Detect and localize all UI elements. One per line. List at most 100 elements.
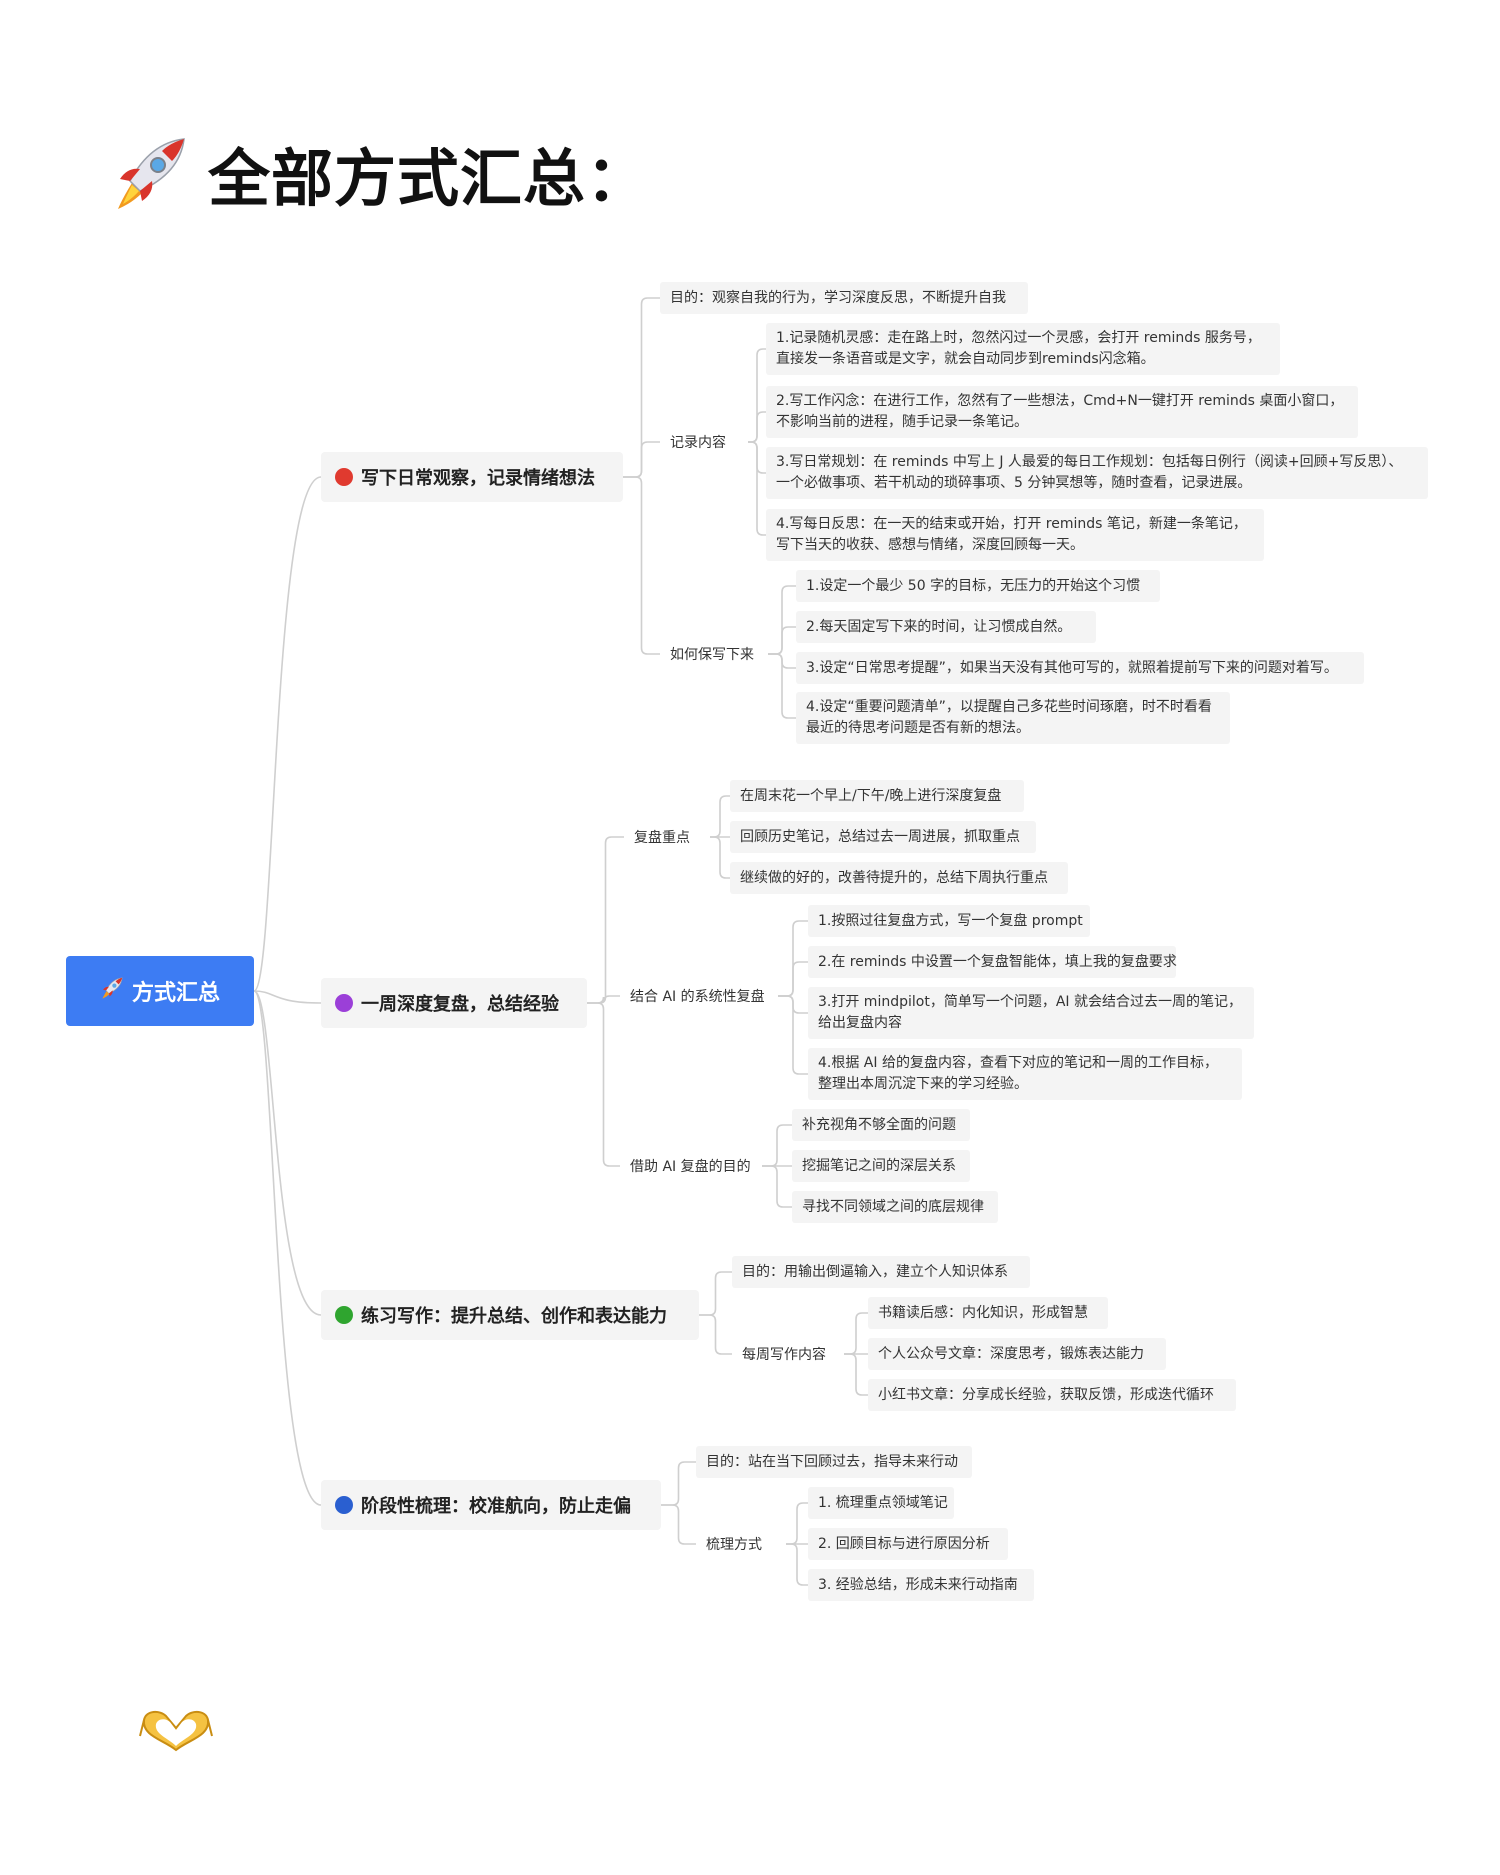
branch-node[interactable]: 写下日常观察，记录情绪想法 xyxy=(321,452,623,502)
group-node[interactable]: 复盘重点 xyxy=(624,821,710,853)
leaf-text: 1.记录随机灵感：走在路上时，忽然闪过一个灵感，会打开 reminds 服务号， xyxy=(776,330,1261,346)
root-node[interactable]: 方式汇总 xyxy=(66,956,254,1026)
leaf-item[interactable]: 2.每天固定写下来的时间，让习惯成自然。 xyxy=(796,611,1096,643)
branch-label: 写下日常观察，记录情绪想法 xyxy=(361,468,595,489)
leaf-text: 整理出本周沉淀下来的学习经验。 xyxy=(818,1076,1028,1092)
group-node[interactable]: 如何保写下来 xyxy=(660,638,768,670)
leaf-item[interactable]: 4.设定“重要问题清单”，以提醒自己多花些时间琢磨，时不时看看最近的待思考问题是… xyxy=(796,692,1230,744)
leaf-item[interactable]: 4.写每日反思：在一天的结束或开始，打开 reminds 笔记，新建一条笔记，写… xyxy=(766,509,1264,561)
connector-line xyxy=(710,795,730,838)
connector-line xyxy=(253,990,322,1004)
connector-line xyxy=(778,995,808,1075)
leaf-text: 2.每天固定写下来的时间，让习惯成自然。 xyxy=(806,618,1072,635)
leaf-item[interactable]: 补充视角不够全面的问题 xyxy=(792,1109,970,1141)
connector-line xyxy=(762,1165,792,1208)
color-dot-icon xyxy=(335,468,353,486)
color-dot-icon xyxy=(335,1496,353,1514)
connector-line xyxy=(253,990,322,1506)
color-dot-icon xyxy=(335,1306,353,1324)
connector-line xyxy=(587,995,620,1004)
connector-line xyxy=(786,1502,808,1545)
connector-line xyxy=(844,1353,868,1396)
group-node[interactable]: 梳理方式 xyxy=(696,1528,786,1560)
leaf-text: 4.根据 AI 给的复盘内容，查看下对应的笔记和一周的工作目标， xyxy=(818,1055,1218,1071)
branch-label: 阶段性梳理：校准航向，防止走偏 xyxy=(361,1496,631,1517)
leaf-text: 直接发一条语音或是文字，就会自动同步到reminds闪念箱。 xyxy=(776,351,1155,367)
leaf-text: 1. 梳理重点领域笔记 xyxy=(818,1494,948,1511)
group-node[interactable]: 记录内容 xyxy=(660,426,748,458)
leaf-item[interactable]: 2.在 reminds 中设置一个复盘智能体，填上我的复盘要求 xyxy=(808,946,1177,978)
leaf-item[interactable]: 个人公众号文章：深度思考，锻炼表达能力 xyxy=(868,1338,1166,1370)
purpose-node[interactable]: 目的：观察自我的行为，学习深度反思，不断提升自我 xyxy=(660,282,1028,314)
group-node[interactable]: 结合 AI 的系统性复盘 xyxy=(620,980,778,1012)
leaf-text: 写下当天的收获、感想与情绪，深度回顾每一天。 xyxy=(776,537,1084,553)
connector-line xyxy=(587,1002,620,1167)
leaf-text: 小红书文章：分享成长经验，获取反馈，形成迭代循环 xyxy=(878,1386,1214,1403)
leaf-text: 个人公众号文章：深度思考，锻炼表达能力 xyxy=(878,1345,1144,1362)
connector-line xyxy=(699,1314,732,1355)
connector-line xyxy=(786,1543,808,1586)
leaf-item[interactable]: 3.打开 mindpilot，简单写一个问题，AI 就会结合过去一周的笔记， 给出… xyxy=(808,987,1254,1039)
leaf-text: 给出复盘内容 xyxy=(818,1015,902,1031)
leaf-item[interactable]: 1.记录随机灵感：走在路上时，忽然闪过一个灵感，会打开 reminds 服务号，… xyxy=(766,323,1280,375)
leaf-item[interactable]: 3. 经验总结，形成未来行动指南 xyxy=(808,1569,1034,1601)
group-node[interactable]: 每周写作内容 xyxy=(732,1338,844,1370)
leaf-text: 一个必做事项、若干机动的琐碎事项、5 分钟冥想等，随时查看，记录进展。 xyxy=(776,475,1252,491)
leaf-text: 3. 经验总结，形成未来行动指南 xyxy=(818,1576,1018,1593)
leaf-item[interactable]: 4.根据 AI 给的复盘内容，查看下对应的笔记和一周的工作目标， 整理出本周沉淀下… xyxy=(808,1048,1242,1100)
leaf-item[interactable]: 1.设定一个最少 50 字的目标，无压力的开始这个习惯 xyxy=(796,570,1160,602)
leaf-item[interactable]: 1. 梳理重点领域笔记 xyxy=(808,1487,954,1519)
connector-line xyxy=(778,961,808,997)
leaf-item[interactable]: 3.设定“日常思考提醒”，如果当天没有其他可写的，就照着提前写下来的问题对着写。 xyxy=(796,652,1364,684)
leaf-item[interactable]: 2. 回顾目标与进行原因分析 xyxy=(808,1528,1008,1560)
purpose-text: 目的：观察自我的行为，学习深度反思，不断提升自我 xyxy=(670,289,1006,306)
connector-line xyxy=(623,476,660,655)
leaf-item[interactable]: 3.写日常规划：在 reminds 中写上 J 人最爱的每日工作规划：包括每日例… xyxy=(766,447,1428,499)
leaf-item[interactable]: 回顾历史笔记，总结过去一周进展，抓取重点 xyxy=(730,821,1036,853)
branch-node[interactable]: 阶段性梳理：校准航向，防止走偏 xyxy=(321,1480,661,1530)
leaf-text: 不影响当前的进程，随手记录一条笔记。 xyxy=(776,414,1028,430)
group-node[interactable]: 借助 AI 复盘的目的 xyxy=(620,1150,762,1182)
page-title: 全部方式汇总： xyxy=(208,142,650,215)
purpose-node[interactable]: 目的：站在当下回顾过去，指导未来行动 xyxy=(696,1446,972,1478)
branch-node[interactable]: 一周深度复盘，总结经验 xyxy=(321,978,587,1028)
branch-node[interactable]: 练习写作：提升总结、创作和表达能力 xyxy=(321,1290,699,1340)
connector-line xyxy=(710,836,730,879)
connector-line xyxy=(699,1271,732,1316)
connector-line xyxy=(661,1504,696,1545)
leaf-text: 3.打开 mindpilot，简单写一个问题，AI 就会结合过去一周的笔记， xyxy=(818,994,1242,1010)
leaf-text: 在周末花一个早上/下午/晚上进行深度复盘 xyxy=(740,787,1002,804)
leaf-text: 补充视角不够全面的问题 xyxy=(802,1116,956,1133)
connector-line xyxy=(253,990,322,1316)
page-heading: 全部方式汇总： xyxy=(110,128,649,218)
connector-line xyxy=(661,1461,696,1506)
leaf-text: 2. 回顾目标与进行原因分析 xyxy=(818,1535,990,1552)
branch-label: 练习写作：提升总结、创作和表达能力 xyxy=(361,1306,667,1327)
leaf-text: 书籍读后感：内化知识，形成智慧 xyxy=(878,1304,1088,1321)
leaf-text: 寻找不同领域之间的底层规律 xyxy=(802,1198,984,1215)
leaf-text: 最近的待思考问题是否有新的想法。 xyxy=(806,720,1030,736)
leaf-text: 2.写工作闪念：在进行工作，忽然有了一些想法，Cmd+N一键打开 reminds… xyxy=(776,393,1344,409)
color-dot-icon xyxy=(335,994,353,1012)
leaf-item[interactable]: 继续做的好的，改善待提升的，总结下周执行重点 xyxy=(730,862,1068,894)
leaf-text: 4.设定“重要问题清单”，以提醒自己多花些时间琢磨，时不时看看 xyxy=(806,699,1212,715)
leaf-item[interactable]: 1.按照过往复盘方式，写一个复盘 prompt xyxy=(808,905,1090,937)
leaf-text: 挖掘笔记之间的深层关系 xyxy=(802,1157,956,1174)
leaf-item[interactable]: 2.写工作闪念：在进行工作，忽然有了一些想法，Cmd+N一键打开 reminds… xyxy=(766,386,1358,438)
connector-line xyxy=(768,626,796,655)
leaf-item[interactable]: 在周末花一个早上/下午/晚上进行深度复盘 xyxy=(730,780,1024,812)
leaf-item[interactable]: 寻找不同领域之间的底层规律 xyxy=(792,1191,998,1223)
rocket-icon xyxy=(100,976,124,1006)
leaf-item[interactable]: 挖掘笔记之间的深层关系 xyxy=(792,1150,970,1182)
purpose-node[interactable]: 目的：用输出倒逼输入，建立个人知识体系 xyxy=(732,1256,1030,1288)
leaf-text: 回顾历史笔记，总结过去一周进展，抓取重点 xyxy=(740,828,1020,845)
root-label: 方式汇总 xyxy=(131,981,220,1006)
leaf-item[interactable]: 书籍读后感：内化知识，形成智慧 xyxy=(868,1297,1108,1329)
purpose-text: 目的：站在当下回顾过去，指导未来行动 xyxy=(706,1453,958,1470)
purpose-text: 目的：用输出倒逼输入，建立个人知识体系 xyxy=(742,1263,1008,1280)
connector-line xyxy=(748,441,766,536)
leaf-text: 3.写日常规划：在 reminds 中写上 J 人最爱的每日工作规划：包括每日例… xyxy=(776,454,1403,470)
leaf-item[interactable]: 小红书文章：分享成长经验，获取反馈，形成迭代循环 xyxy=(868,1379,1236,1411)
